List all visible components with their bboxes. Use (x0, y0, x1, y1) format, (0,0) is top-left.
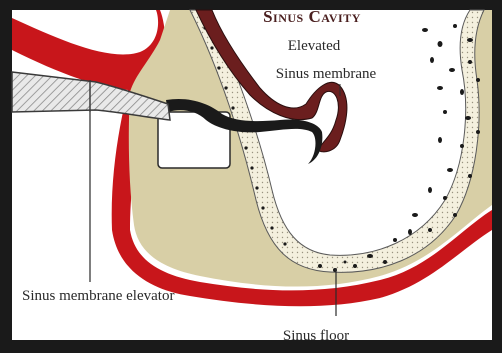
label-membrane-elevator: Sinus membrane elevator (22, 288, 174, 304)
label-sinus-floor: Sinus floor (283, 328, 349, 344)
label-elevated: Elevated (288, 38, 341, 54)
label-sinus-cavity: Sinus Cavity (263, 7, 361, 26)
label-sinus-membrane: Sinus membrane (276, 66, 377, 82)
